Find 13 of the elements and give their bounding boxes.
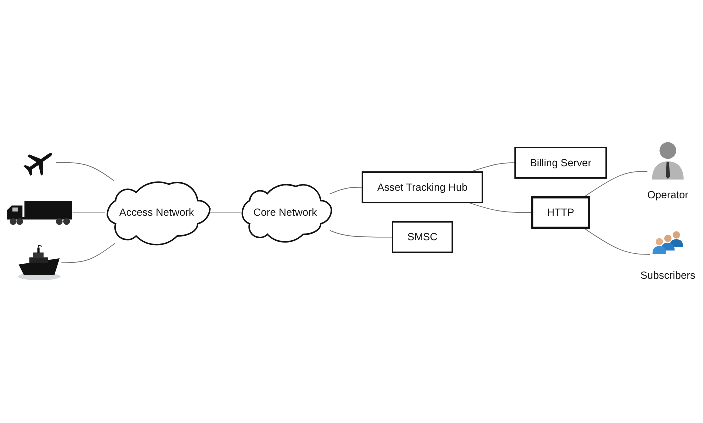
connector-line: [72, 212, 106, 213]
box-label: Billing Server: [530, 156, 592, 171]
connector-line: [330, 187, 364, 195]
box-label: SMSC: [408, 230, 438, 245]
connector-line: [330, 230, 394, 238]
connector-line: [583, 228, 651, 255]
bus-label: HTTP: [547, 205, 574, 220]
cloud-label: Core Network: [254, 205, 318, 220]
cloud-label: Access Network: [120, 205, 194, 220]
connector-line: [56, 162, 115, 182]
box-label: Asset Tracking Hub: [378, 180, 468, 196]
connector-line: [583, 171, 648, 198]
connector-line: [61, 243, 116, 264]
